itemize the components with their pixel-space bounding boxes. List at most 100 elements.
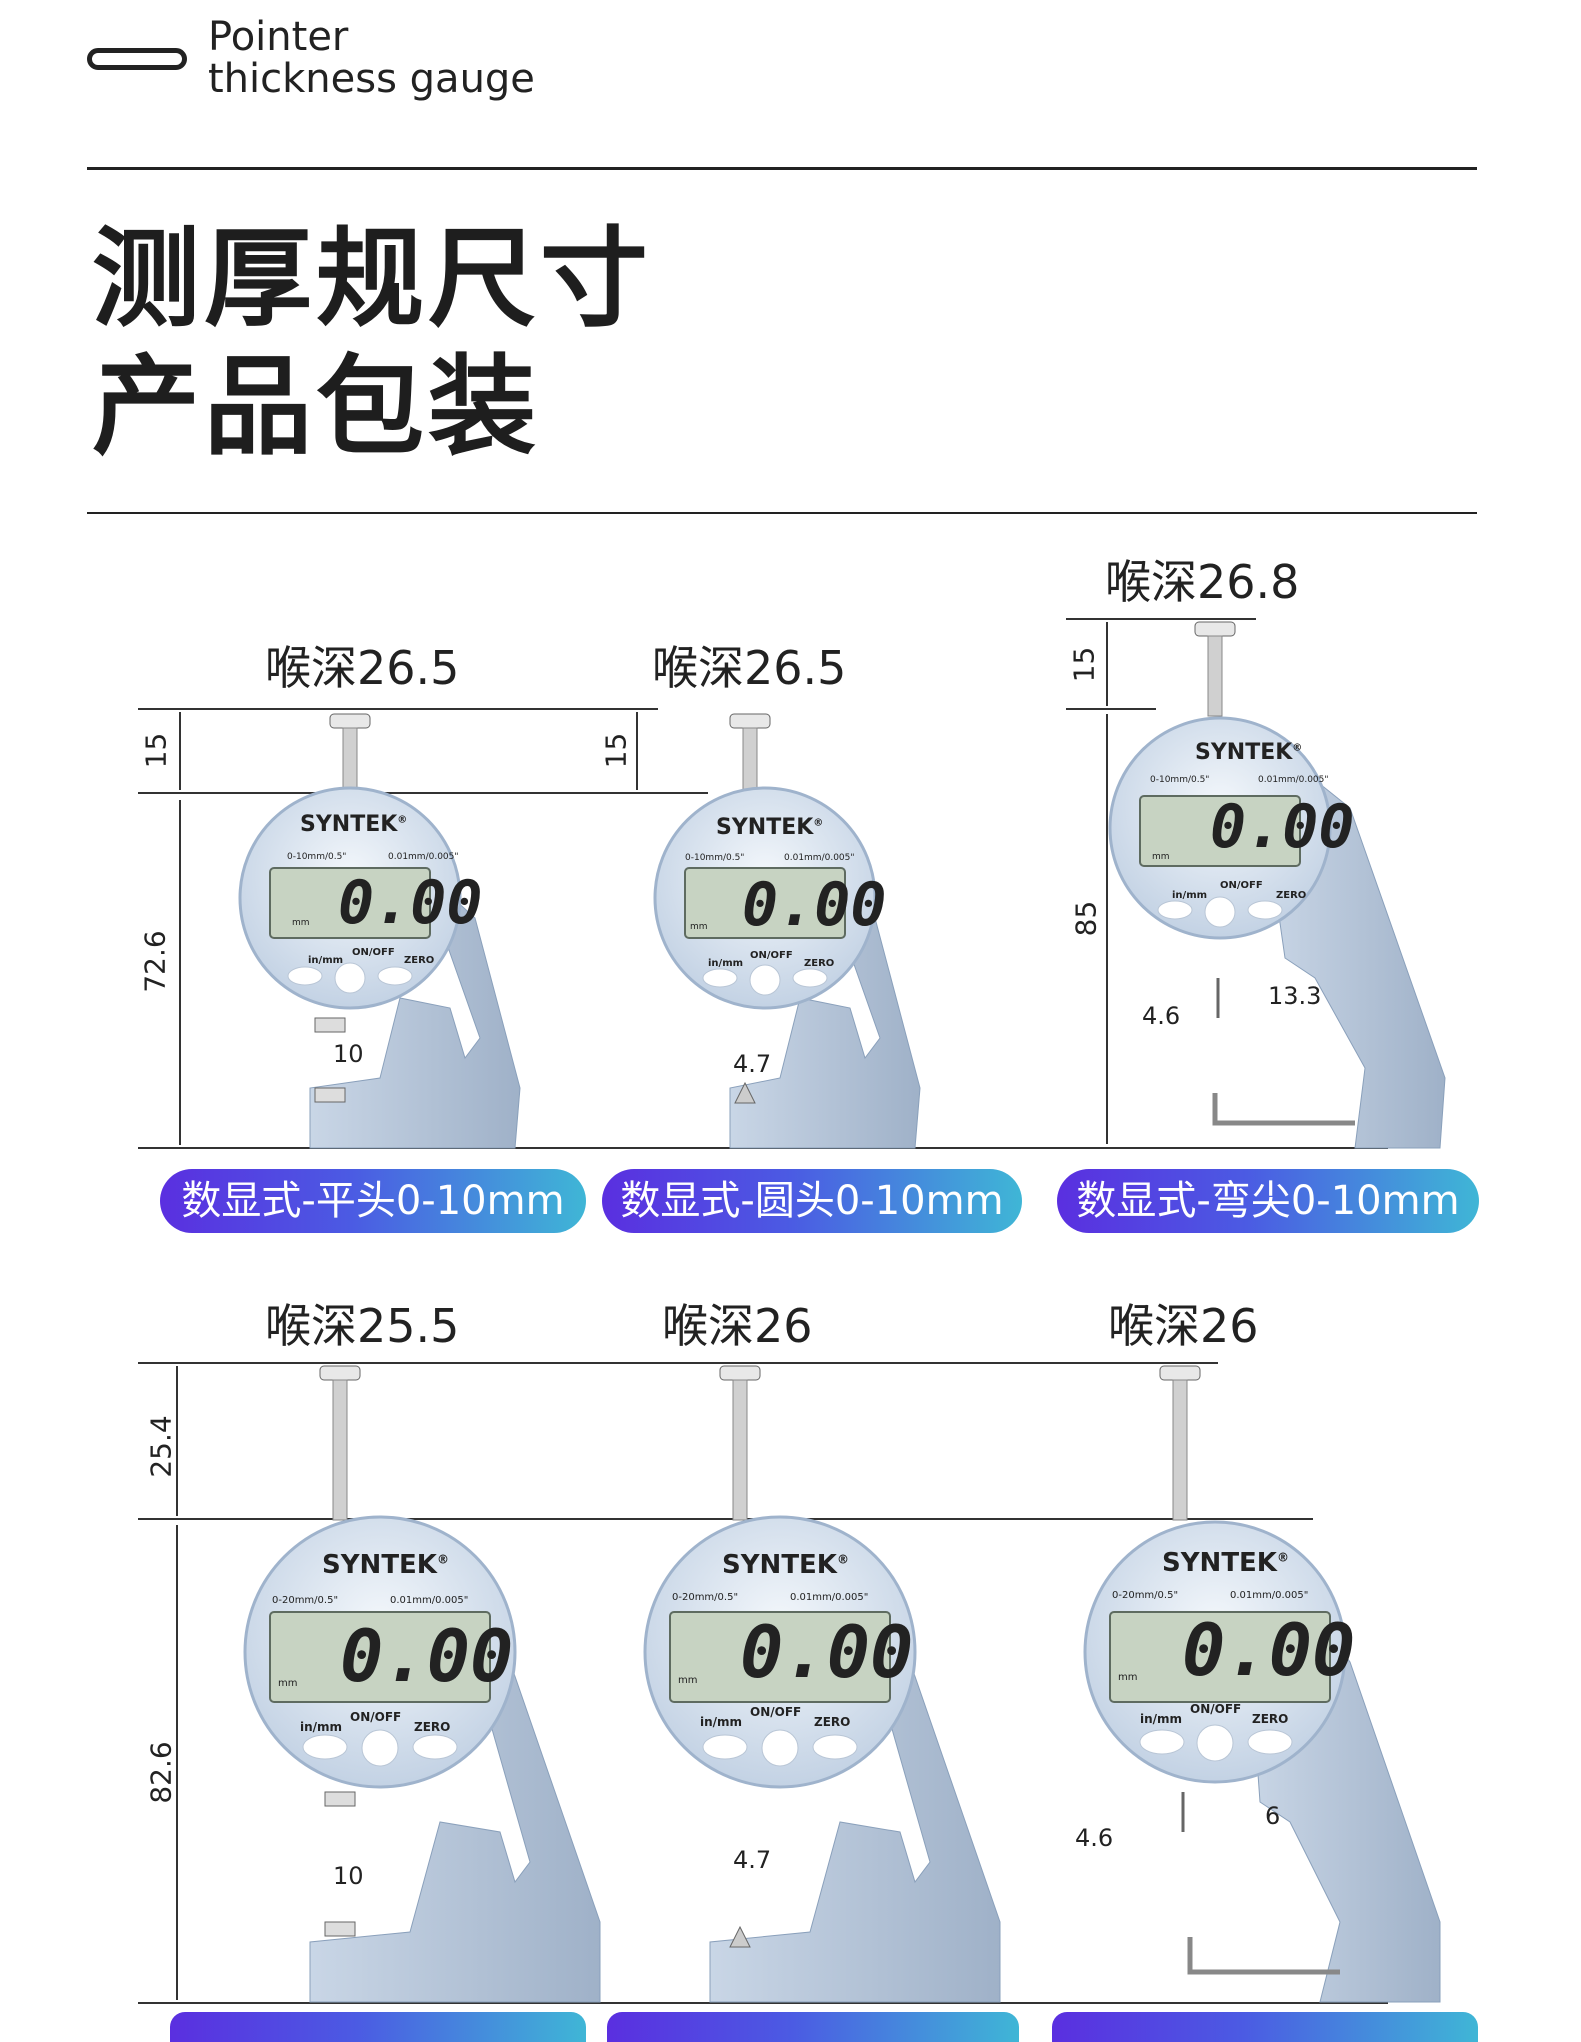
inmm-button[interactable]: in/mm xyxy=(1172,890,1208,901)
dimension-arrow xyxy=(179,712,181,790)
resolution-label: 0.01mm/0.005" xyxy=(790,1592,869,1603)
lcd-display: 0.00 xyxy=(1210,792,1355,862)
section-divider xyxy=(87,512,1477,514)
zero-button[interactable]: ZERO xyxy=(1252,1712,1289,1726)
onoff-button[interactable]: ON/OFF xyxy=(750,950,793,961)
top-divider xyxy=(87,167,1477,170)
pill-icon xyxy=(87,48,187,70)
throat-label: 喉深26.5 xyxy=(652,641,847,695)
tip-dim2-label: 6 xyxy=(1265,1802,1281,1830)
zero-button[interactable]: ZERO xyxy=(814,1715,851,1729)
brand-logo: SYNTEK® xyxy=(1195,740,1303,765)
subtitle-line1: Pointer xyxy=(208,14,349,60)
baseline xyxy=(138,2002,1388,2004)
product-badge: 数显式-圆头0-10mm xyxy=(602,1169,1022,1233)
dimension-arrow xyxy=(1106,622,1108,706)
range-label: 0-10mm/0.5" xyxy=(287,852,347,862)
product-badge-partial xyxy=(170,2012,586,2042)
dimension-arrow xyxy=(176,1525,178,2000)
unit-label: mm xyxy=(278,1678,298,1689)
zero-button[interactable]: ZERO xyxy=(804,958,835,969)
resolution-label: 0.01mm/0.005" xyxy=(784,853,855,863)
lcd-display: 0.00 xyxy=(1182,1608,1356,1692)
gauge-illustration xyxy=(643,1365,1001,2003)
dimension-line xyxy=(1066,618,1256,620)
range-label: 0-10mm/0.5" xyxy=(685,853,745,863)
inmm-button[interactable]: in/mm xyxy=(700,1715,743,1729)
subtitle: Pointer thickness gauge xyxy=(208,16,535,100)
resolution-label: 0.01mm/0.005" xyxy=(390,1595,469,1606)
inmm-button[interactable]: in/mm xyxy=(300,1720,343,1734)
tip-dim-label: 4.7 xyxy=(733,1050,772,1078)
dim-top-label: 15 xyxy=(599,732,633,769)
dimension-arrow xyxy=(179,800,181,1145)
tip-dim-label: 10 xyxy=(333,1040,364,1068)
dimension-arrow xyxy=(176,1366,178,1516)
dim-body-label: 82.6 xyxy=(144,1741,178,1804)
resolution-label: 0.01mm/0.005" xyxy=(1258,775,1329,785)
gauge-illustration xyxy=(1083,1365,1441,2003)
dimension-arrow xyxy=(636,712,638,790)
product-badge-partial xyxy=(1052,2012,1478,2042)
dimension-line xyxy=(1066,708,1156,710)
dim-top-label: 15 xyxy=(139,732,173,769)
unit-label: mm xyxy=(690,922,708,932)
brand-logo: SYNTEK® xyxy=(1162,1548,1289,1578)
lcd-display: 0.00 xyxy=(338,868,483,938)
tip-dim-label: 4.7 xyxy=(733,1846,772,1874)
tip-dim-label: 4.6 xyxy=(1142,1002,1181,1030)
dim-body-label: 85 xyxy=(1069,900,1103,937)
onoff-button[interactable]: ON/OFF xyxy=(1190,1702,1242,1716)
dim-top-label: 15 xyxy=(1067,646,1101,683)
tip-dim2-label: 13.3 xyxy=(1268,982,1322,1010)
onoff-button[interactable]: ON/OFF xyxy=(352,947,395,958)
inmm-button[interactable]: in/mm xyxy=(1140,1712,1183,1726)
onoff-button[interactable]: ON/OFF xyxy=(1220,880,1263,891)
inmm-button[interactable]: in/mm xyxy=(708,958,744,969)
throat-label: 喉深25.5 xyxy=(265,1299,460,1353)
unit-label: mm xyxy=(1152,852,1170,862)
inmm-button[interactable]: in/mm xyxy=(308,955,344,966)
tip-dim-label: 10 xyxy=(333,1862,364,1890)
brand-logo: SYNTEK® xyxy=(722,1550,849,1580)
resolution-label: 0.01mm/0.005" xyxy=(388,852,459,862)
unit-label: mm xyxy=(678,1675,698,1686)
unit-label: mm xyxy=(292,918,310,928)
zero-button[interactable]: ZERO xyxy=(404,955,435,966)
throat-label: 喉深26 xyxy=(662,1299,813,1353)
dimension-arrow xyxy=(1106,714,1108,1144)
lcd-display: 0.00 xyxy=(340,1614,514,1698)
lcd-display: 0.00 xyxy=(740,1610,914,1694)
zero-button[interactable]: ZERO xyxy=(1276,890,1307,901)
dimension-line xyxy=(138,792,708,794)
gauge-illustration xyxy=(243,1365,601,2003)
throat-label: 喉深26.8 xyxy=(1105,555,1300,609)
product-badge: 数显式-弯尖0-10mm xyxy=(1057,1169,1479,1233)
tip-dim-label: 4.6 xyxy=(1075,1824,1114,1852)
product-badge-partial xyxy=(607,2012,1019,2042)
dim-top-label: 25.4 xyxy=(144,1415,178,1478)
throat-label: 喉深26 xyxy=(1108,1299,1259,1353)
lcd-display: 0.00 xyxy=(742,870,887,940)
throat-label: 喉深26.5 xyxy=(265,641,460,695)
dimension-line xyxy=(138,708,658,710)
range-label: 0-20mm/0.5" xyxy=(1112,1590,1179,1601)
product-badge: 数显式-平头0-10mm xyxy=(160,1169,586,1233)
range-label: 0-10mm/0.5" xyxy=(1150,775,1210,785)
gauge-illustration xyxy=(653,713,921,1149)
dim-body-label: 72.6 xyxy=(138,930,172,993)
gauge-illustration xyxy=(238,713,521,1149)
subtitle-line2: thickness gauge xyxy=(208,56,535,102)
onoff-button[interactable]: ON/OFF xyxy=(750,1705,802,1719)
dimension-line xyxy=(596,708,656,710)
page-title-line1: 测厚规尺寸 xyxy=(92,217,653,342)
dimension-line xyxy=(138,1362,1218,1364)
onoff-button[interactable]: ON/OFF xyxy=(350,1710,402,1724)
brand-logo: SYNTEK® xyxy=(716,815,824,840)
range-label: 0-20mm/0.5" xyxy=(272,1595,339,1606)
range-label: 0-20mm/0.5" xyxy=(672,1592,739,1603)
unit-label: mm xyxy=(1118,1672,1138,1683)
zero-button[interactable]: ZERO xyxy=(414,1720,451,1734)
dimension-line xyxy=(138,1518,1313,1520)
brand-logo: SYNTEK® xyxy=(322,1550,449,1580)
